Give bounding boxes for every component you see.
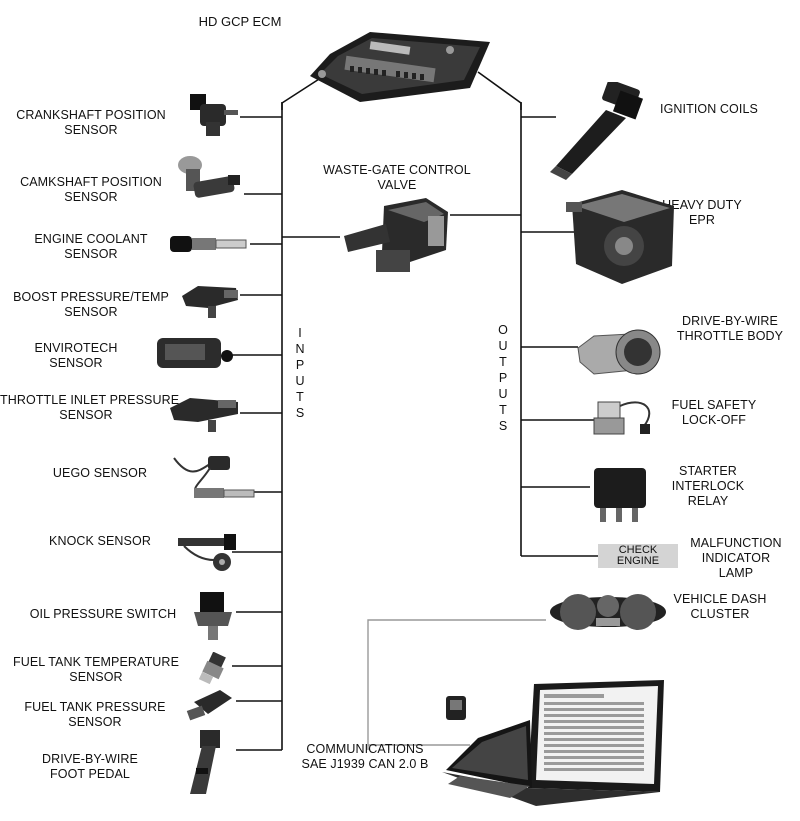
- envirotech-sensor-icon: [157, 338, 233, 368]
- fuel-lockoff-icon: [593, 401, 651, 435]
- check-engine-text-line1: CHECK: [618, 544, 658, 556]
- boost-pressure-sensor-icon: [182, 286, 238, 318]
- throttle-inlet-sensor-icon: [170, 398, 238, 432]
- fuel-tank-pressure-sensor-icon: [186, 690, 232, 721]
- foot-pedal-icon: [190, 730, 220, 794]
- dash-cluster-icon: [550, 594, 666, 630]
- handheld-device-icon: [446, 696, 466, 720]
- starter-relay-icon: [594, 468, 646, 522]
- output-taps: [450, 116, 598, 557]
- input-label-uego: UEGO SENSOR: [52, 466, 148, 480]
- laptop-computer-icon: [442, 680, 664, 806]
- heavy-duty-epr-icon: [566, 190, 674, 284]
- fuel-tank-temp-sensor-icon: [198, 652, 226, 685]
- ignition-coil-icon: [550, 82, 644, 180]
- oil-pressure-switch-icon: [194, 592, 232, 640]
- wastegate-valve-icon: [344, 198, 448, 272]
- camshaft-sensor-icon: [178, 156, 240, 198]
- throttle-body-icon: [577, 329, 661, 375]
- ecm-title: HD GCP ECM: [198, 14, 282, 29]
- check-engine-lamp: CHECK ENGINE: [598, 544, 678, 568]
- input-label-oil-pressure: OIL PRESSURE SWITCH: [29, 607, 177, 621]
- check-engine-text-line2: ENGINE: [616, 555, 660, 567]
- can-bus-line: [367, 619, 546, 750]
- crankshaft-sensor-icon: [190, 94, 238, 136]
- uego-sensor-icon: [173, 456, 255, 498]
- knock-sensor-icon: [178, 534, 236, 571]
- input-label-knock: KNOCK SENSOR: [49, 534, 151, 548]
- coolant-sensor-icon: [170, 236, 247, 252]
- output-label-ignition-coils: IGNITION COILS: [660, 102, 758, 116]
- input-taps: [232, 116, 340, 751]
- ecm-unit-icon: [310, 32, 490, 102]
